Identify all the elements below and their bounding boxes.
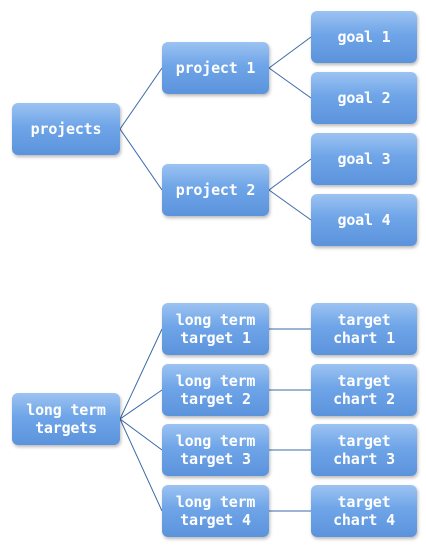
connector-project-2-to-goal-3 <box>268 158 312 191</box>
node-target-chart-1: target chart 1 <box>311 303 417 355</box>
node-goal-4: goal 4 <box>311 194 417 246</box>
node-long-term-target-4: long term target 4 <box>162 485 269 537</box>
node-target-chart-3: target chart 3 <box>311 424 417 476</box>
node-projects: projects <box>12 103 120 155</box>
node-goal-2: goal 2 <box>311 72 417 124</box>
node-goal-1: goal 1 <box>311 11 417 63</box>
connector-projects-to-project-2 <box>119 128 163 191</box>
connector-lt-targets-to-lt-1 <box>119 328 163 420</box>
node-long-term-targets: long term targets <box>12 393 120 445</box>
connector-lt-targets-to-lt-4 <box>119 418 163 512</box>
node-long-term-target-2: long term target 2 <box>162 364 269 416</box>
connector-project-1-to-goal-2 <box>268 67 312 99</box>
connector-project-1-to-goal-1 <box>268 36 312 69</box>
node-goal-3: goal 3 <box>311 133 417 185</box>
connector-lt-targets-to-lt-2 <box>119 389 163 420</box>
node-long-term-target-1: long term target 1 <box>162 303 269 355</box>
node-target-chart-2: target chart 2 <box>311 364 417 416</box>
node-project-1: project 1 <box>162 42 269 94</box>
connector-project-2-to-goal-4 <box>268 189 312 221</box>
connector-lt-targets-to-lt-3 <box>119 418 163 451</box>
node-project-2: project 2 <box>162 164 269 216</box>
node-target-chart-4: target chart 4 <box>311 485 417 537</box>
node-long-term-target-3: long term target 3 <box>162 424 269 476</box>
connector-projects-to-project-1 <box>119 67 163 130</box>
